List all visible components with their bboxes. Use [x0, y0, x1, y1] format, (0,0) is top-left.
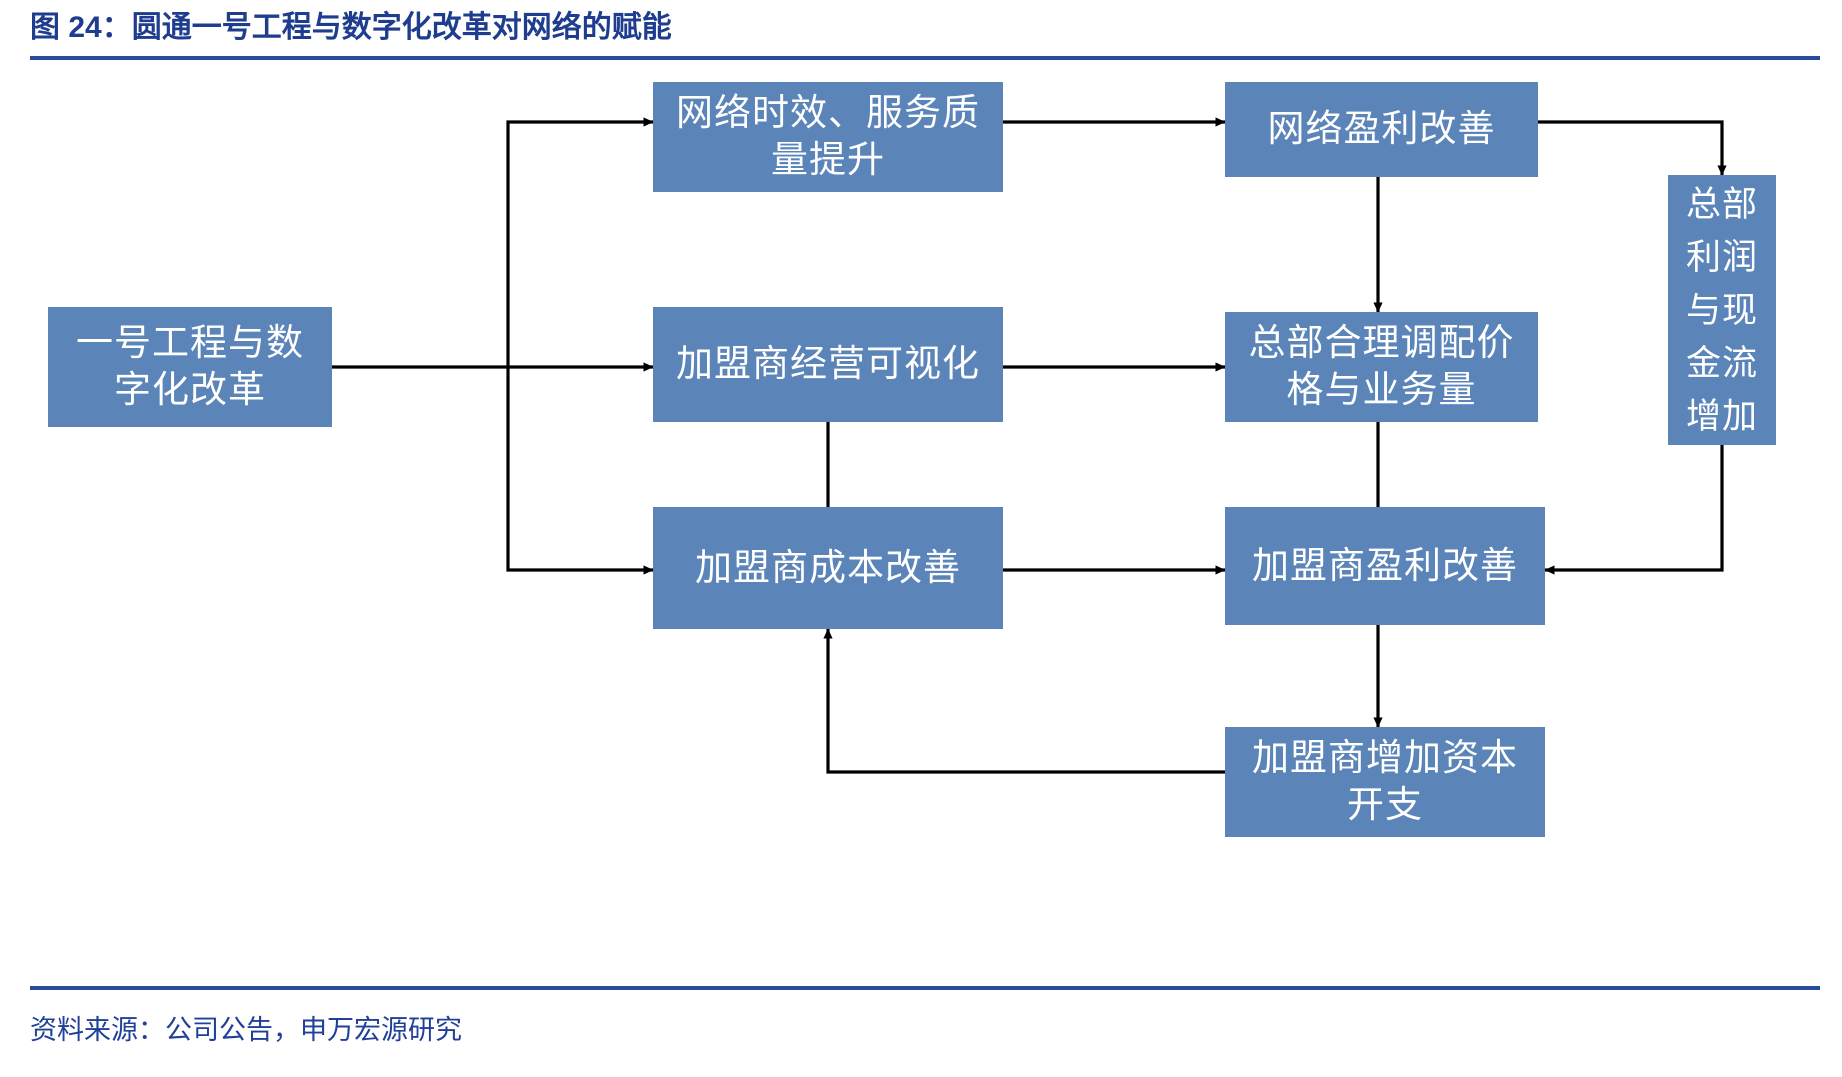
node-n7[interactable]: 加盟商成本改善	[653, 507, 1003, 629]
figure-title-bar: 图 24：圆通一号工程与数字化改革对网络的赋能	[30, 10, 1820, 62]
node-n3-label: 网络盈利改善	[1267, 109, 1496, 150]
node-n4[interactable]: 总部利润与现金流增加	[1668, 175, 1776, 445]
node-n6[interactable]: 总部合理调配价格与业务量	[1225, 312, 1538, 422]
edge-n4-n8	[1544, 445, 1724, 575]
source-note: 资料来源：公司公告，申万宏源研究	[30, 1015, 462, 1045]
node-n5-label: 加盟商经营可视化	[676, 344, 980, 385]
node-n6-label: 总部合理调配价格与业务量	[1248, 323, 1515, 411]
node-n4-label: 总部利润与现金流增加	[1685, 184, 1758, 436]
edge-n9-n7	[823, 628, 1225, 774]
node-n5[interactable]: 加盟商经营可视化	[653, 307, 1003, 422]
flowchart-edges	[332, 117, 1727, 774]
node-n9[interactable]: 加盟商增加资本开支	[1225, 727, 1545, 837]
edge-n3-n4	[1538, 120, 1727, 176]
node-n8-label: 加盟商盈利改善	[1252, 545, 1518, 587]
flowchart-diagram: 一号工程与数字化改革 网络时效、服务质量提升 网络盈利改善 总部利润与现金流增加…	[0, 62, 1842, 982]
title-divider	[30, 56, 1820, 60]
node-n1-label: 一号工程与数字化改革	[76, 323, 304, 411]
node-n2-label: 网络时效、服务质量提升	[676, 93, 980, 181]
page-title: 图 24：圆通一号工程与数字化改革对网络的赋能	[30, 11, 672, 44]
node-n7-label: 加盟商成本改善	[695, 547, 961, 589]
node-n1[interactable]: 一号工程与数字化改革	[48, 307, 332, 427]
node-n9-label: 加盟商增加资本开支	[1252, 738, 1518, 826]
node-n2[interactable]: 网络时效、服务质量提升	[653, 82, 1003, 192]
node-n3[interactable]: 网络盈利改善	[1225, 82, 1538, 177]
edge-n1-n2	[506, 117, 654, 367]
node-n8[interactable]: 加盟商盈利改善	[1225, 507, 1545, 625]
edge-n1-n7	[506, 367, 654, 575]
footer-divider	[30, 986, 1820, 990]
